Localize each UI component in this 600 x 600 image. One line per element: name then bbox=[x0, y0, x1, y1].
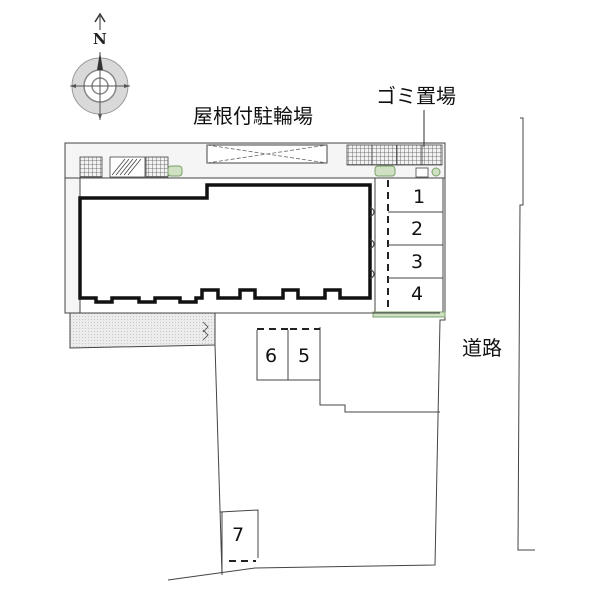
parking-slot-label-6: 6 bbox=[265, 345, 278, 367]
tiled-area-left bbox=[79, 156, 103, 178]
parking-slot-label-1: 1 bbox=[413, 186, 426, 208]
lower-lot-inner bbox=[215, 312, 440, 413]
parking-slot-label-4: 4 bbox=[411, 283, 424, 305]
hedge-right bbox=[374, 165, 396, 177]
tree-icon bbox=[431, 167, 441, 177]
hedge-bottom bbox=[372, 311, 446, 318]
ground-strip bbox=[69, 312, 216, 349]
parking-slot-label-2: 2 bbox=[411, 218, 424, 240]
parking-slot-label-7: 7 bbox=[232, 524, 245, 546]
road-label: 道路 bbox=[462, 336, 502, 360]
parking-slot-7 bbox=[219, 509, 259, 575]
fixture-3 bbox=[369, 269, 375, 279]
tiled-area-right-3 bbox=[396, 144, 423, 166]
parking-slot-label-5: 5 bbox=[298, 345, 311, 367]
garbage-box bbox=[415, 167, 429, 178]
road-edge-right bbox=[517, 117, 535, 551]
compass-icon bbox=[70, 12, 130, 120]
fixture-1 bbox=[369, 207, 375, 217]
hedge-left bbox=[167, 165, 183, 177]
compass-north-label: N bbox=[93, 30, 107, 48]
parking-slot-label-3: 3 bbox=[411, 251, 424, 273]
garbage-label: ゴミ置場 bbox=[376, 84, 456, 108]
parking-slots-6-5 bbox=[256, 328, 320, 381]
garbage-area bbox=[421, 144, 443, 166]
building-outline bbox=[78, 183, 372, 304]
tiled-area-right-1 bbox=[346, 144, 373, 166]
bicycle-parking-area bbox=[206, 144, 328, 164]
left-border bbox=[64, 177, 81, 314]
bicycle-parking-label: 屋根付駐輪場 bbox=[193, 104, 313, 128]
stairs-icon bbox=[109, 156, 146, 178]
lower-lot-left-edge bbox=[214, 313, 223, 576]
tiled-area-left-2 bbox=[145, 156, 169, 178]
tiled-area-right-2 bbox=[371, 144, 398, 166]
fixture-2 bbox=[369, 239, 375, 249]
